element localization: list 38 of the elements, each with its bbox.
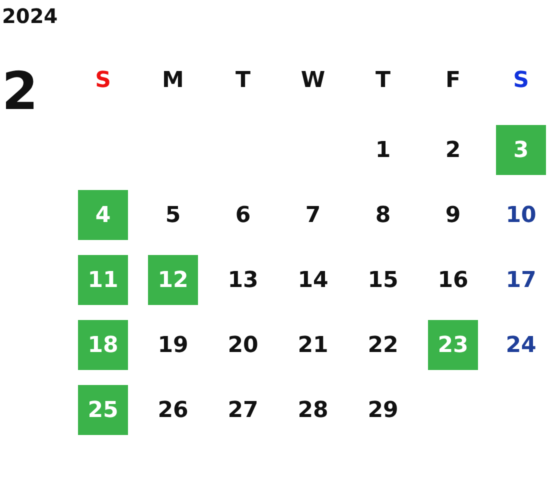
date: 20 — [226, 332, 260, 360]
date: 15 — [366, 266, 400, 294]
weekday-header: S — [94, 66, 112, 94]
weekday-header: M — [161, 66, 185, 94]
date: 1 — [374, 136, 392, 164]
weekday-header: W — [300, 66, 326, 94]
highlighted-date: 4 — [78, 190, 128, 240]
weekday-header: T — [234, 66, 252, 94]
weekday-header: T — [374, 66, 392, 94]
weekday-header: S — [512, 66, 530, 94]
date: 19 — [156, 332, 190, 360]
year-label: 2024 — [2, 4, 58, 28]
date: 6 — [234, 202, 252, 230]
date: 14 — [296, 266, 330, 294]
highlighted-date: 23 — [428, 320, 478, 370]
highlighted-date: 11 — [78, 255, 128, 305]
date: 7 — [304, 202, 322, 230]
date: 16 — [436, 266, 470, 294]
date: 17 — [504, 266, 538, 294]
date: 28 — [296, 396, 330, 424]
date: 26 — [156, 396, 190, 424]
date: 21 — [296, 332, 330, 360]
weekday-header: F — [444, 66, 462, 94]
date: 24 — [504, 332, 538, 360]
date: 10 — [504, 202, 538, 230]
date: 29 — [366, 396, 400, 424]
date: 5 — [164, 202, 182, 230]
highlighted-date: 25 — [78, 385, 128, 435]
month-number: 2 — [0, 62, 40, 122]
date: 27 — [226, 396, 260, 424]
date: 22 — [366, 332, 400, 360]
date: 2 — [444, 136, 462, 164]
highlighted-date: 18 — [78, 320, 128, 370]
highlighted-date: 3 — [496, 125, 546, 175]
date: 9 — [444, 202, 462, 230]
date: 8 — [374, 202, 392, 230]
date: 13 — [226, 266, 260, 294]
highlighted-date: 12 — [148, 255, 198, 305]
